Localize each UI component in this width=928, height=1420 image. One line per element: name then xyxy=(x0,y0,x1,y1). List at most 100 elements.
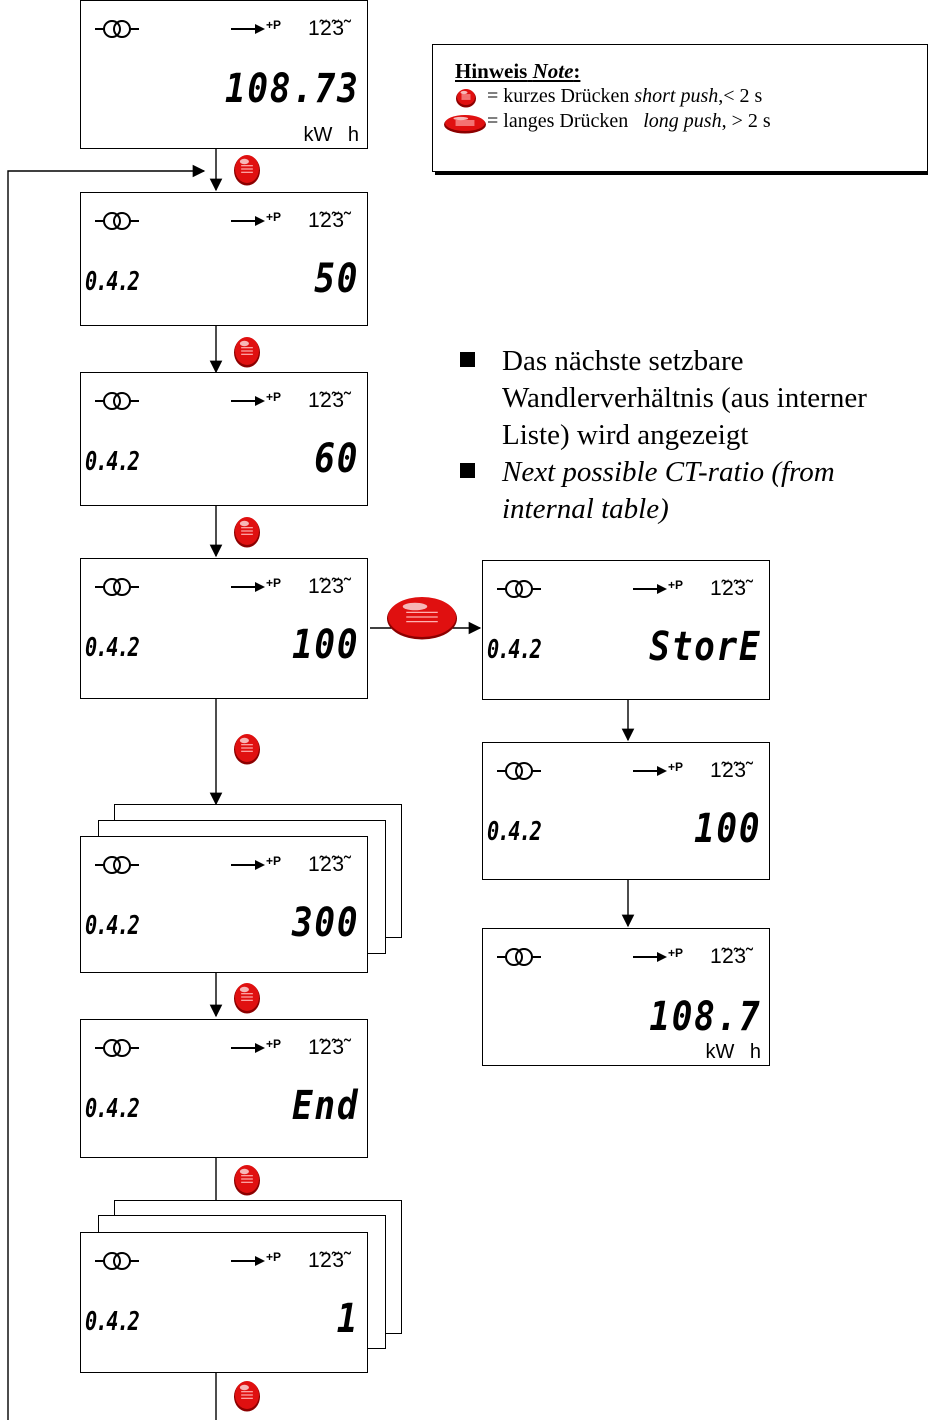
ct-transformer-icon xyxy=(95,1249,139,1273)
display-value: 60 xyxy=(314,436,359,482)
loop-back-line xyxy=(7,164,206,1420)
ct-transformer-icon xyxy=(95,853,139,877)
legend-heading-de: Hinweis xyxy=(455,59,528,83)
ct-transformer-icon xyxy=(95,17,139,41)
direction-label: +P xyxy=(266,210,282,224)
explanation-bullets: Das nächste setzbare Wandlerverhältnis (… xyxy=(460,343,928,528)
legend-long-en: long push xyxy=(643,110,722,132)
bullet-en: Next possible CT-ratio (from internal ta… xyxy=(460,454,928,528)
bullet-square-icon xyxy=(460,463,475,478)
phase-indicators: 1̃2̃3̃ xyxy=(308,575,345,598)
obis-code: 0.4.2 xyxy=(487,817,542,847)
ct-transformer-icon xyxy=(497,577,541,601)
display-value: 100 xyxy=(291,622,359,668)
legend-note-box: Hinweis Note: = kurzes Drücken short pus… xyxy=(432,44,928,172)
phase-indicators: 1̃2̃3̃ xyxy=(308,1249,345,1272)
display-value: 100 xyxy=(693,806,761,852)
short-push-icon xyxy=(234,517,260,548)
direction-label: +P xyxy=(266,854,282,868)
direction-arrow-icon xyxy=(633,765,689,781)
obis-code: 0.4.2 xyxy=(85,447,140,477)
direction-label: +P xyxy=(668,946,684,960)
display-unit: kW h xyxy=(705,1041,761,1063)
phase-indicators: 1̃2̃3̃ xyxy=(308,17,345,40)
phase-indicators: 1̃2̃3̃ xyxy=(308,853,345,876)
phase-indicators: 1̃2̃3̃ xyxy=(308,389,345,412)
display-value: StorE xyxy=(648,624,761,670)
direction-arrow-icon xyxy=(231,1042,287,1058)
lcd-screen-ratio-50: +P 1̃2̃3̃ 0.4.2 50 xyxy=(80,192,368,326)
direction-label: +P xyxy=(266,1250,282,1264)
lcd-screen-ratio-100: +P 1̃2̃3̃ 0.4.2 100 xyxy=(80,558,368,699)
legend-short-row: = kurzes Drücken short push,< 2 s xyxy=(455,84,927,109)
obis-code: 0.4.2 xyxy=(487,635,542,665)
ct-transformer-icon xyxy=(95,1036,139,1060)
display-unit: kW h xyxy=(303,124,359,146)
direction-label: +P xyxy=(266,18,282,32)
short-push-icon xyxy=(234,337,260,368)
obis-code: 0.4.2 xyxy=(85,911,140,941)
legend-short-cond: ,< 2 s xyxy=(718,85,763,107)
direction-arrow-icon xyxy=(231,215,287,231)
ct-transformer-icon xyxy=(95,209,139,233)
ct-transformer-icon xyxy=(497,945,541,969)
direction-arrow-icon xyxy=(231,395,287,411)
obis-code: 0.4.2 xyxy=(85,1307,140,1337)
display-value: 1 xyxy=(336,1296,359,1342)
display-value: 300 xyxy=(291,900,359,946)
phase-indicators: 1̃2̃3̃ xyxy=(710,577,747,600)
long-push-icon xyxy=(387,597,457,640)
direction-label: +P xyxy=(266,576,282,590)
short-push-icon xyxy=(234,1381,260,1412)
lcd-screen-store: +P 1̃2̃3̃ 0.4.2 StorE xyxy=(482,560,770,700)
legend-long-de: = langes Drücken xyxy=(487,110,629,132)
lcd-screen-ratio-end: +P 1̃2̃3̃ 0.4.2 End xyxy=(80,1019,368,1158)
direction-label: +P xyxy=(668,760,684,774)
lcd-screen-ratio-100-stored: +P 1̃2̃3̃ 0.4.2 100 xyxy=(482,742,770,880)
ct-transformer-icon xyxy=(95,575,139,599)
direction-arrow-icon xyxy=(633,583,689,599)
direction-arrow-icon xyxy=(231,1255,287,1271)
bullet-de: Das nächste setzbare Wandlerverhältnis (… xyxy=(460,343,928,454)
bullet-square-icon xyxy=(460,352,475,367)
legend-long-row: = langes Drücken long push, > 2 s xyxy=(444,109,927,134)
obis-code: 0.4.2 xyxy=(85,1094,140,1124)
legend-short-de: = kurzes Drücken xyxy=(487,85,630,107)
obis-code: 0.4.2 xyxy=(85,267,140,297)
lcd-screen-ratio-1: +P 1̃2̃3̃ 0.4.2 1 xyxy=(80,1232,368,1373)
display-value: 50 xyxy=(314,256,359,302)
ct-transformer-icon xyxy=(497,759,541,783)
phase-indicators: 1̃2̃3̃ xyxy=(308,1036,345,1059)
display-value: 108.73 xyxy=(224,66,359,112)
short-push-icon xyxy=(234,983,260,1014)
short-push-icon xyxy=(234,734,260,765)
lcd-screen-ratio-300: +P 1̃2̃3̃ 0.4.2 300 xyxy=(80,836,368,973)
ct-transformer-icon xyxy=(95,389,139,413)
short-push-icon xyxy=(234,1165,260,1196)
direction-label: +P xyxy=(266,390,282,404)
direction-label: +P xyxy=(668,578,684,592)
phase-indicators: 1̃2̃3̃ xyxy=(308,209,345,232)
short-push-icon xyxy=(234,155,260,186)
lcd-screen-energy-start: +P 1̃2̃3̃ 108.73 kW h xyxy=(80,0,368,149)
long-push-legend-icon xyxy=(444,115,486,134)
phase-indicators: 1̃2̃3̃ xyxy=(710,945,747,968)
lcd-screen-ratio-60: +P 1̃2̃3̃ 0.4.2 60 xyxy=(80,372,368,506)
bullet-de-text: Das nächste setzbare Wandlerverhältnis (… xyxy=(502,345,867,451)
display-value: End xyxy=(291,1083,359,1129)
legend-long-cond: , > 2 s xyxy=(721,110,771,132)
legend-heading-en: Note xyxy=(532,59,574,83)
display-value: 108.7 xyxy=(648,994,761,1040)
direction-arrow-icon xyxy=(231,581,287,597)
obis-code: 0.4.2 xyxy=(85,633,140,663)
short-push-legend-icon xyxy=(456,89,476,108)
phase-indicators: 1̃2̃3̃ xyxy=(710,759,747,782)
direction-arrow-icon xyxy=(231,23,287,39)
direction-label: +P xyxy=(266,1037,282,1051)
direction-arrow-icon xyxy=(231,859,287,875)
direction-arrow-icon xyxy=(633,951,689,967)
bullet-en-text: Next possible CT-ratio (from internal ta… xyxy=(502,456,835,525)
legend-short-en: short push xyxy=(634,85,719,107)
legend-heading: Hinweis Note: xyxy=(455,59,581,83)
